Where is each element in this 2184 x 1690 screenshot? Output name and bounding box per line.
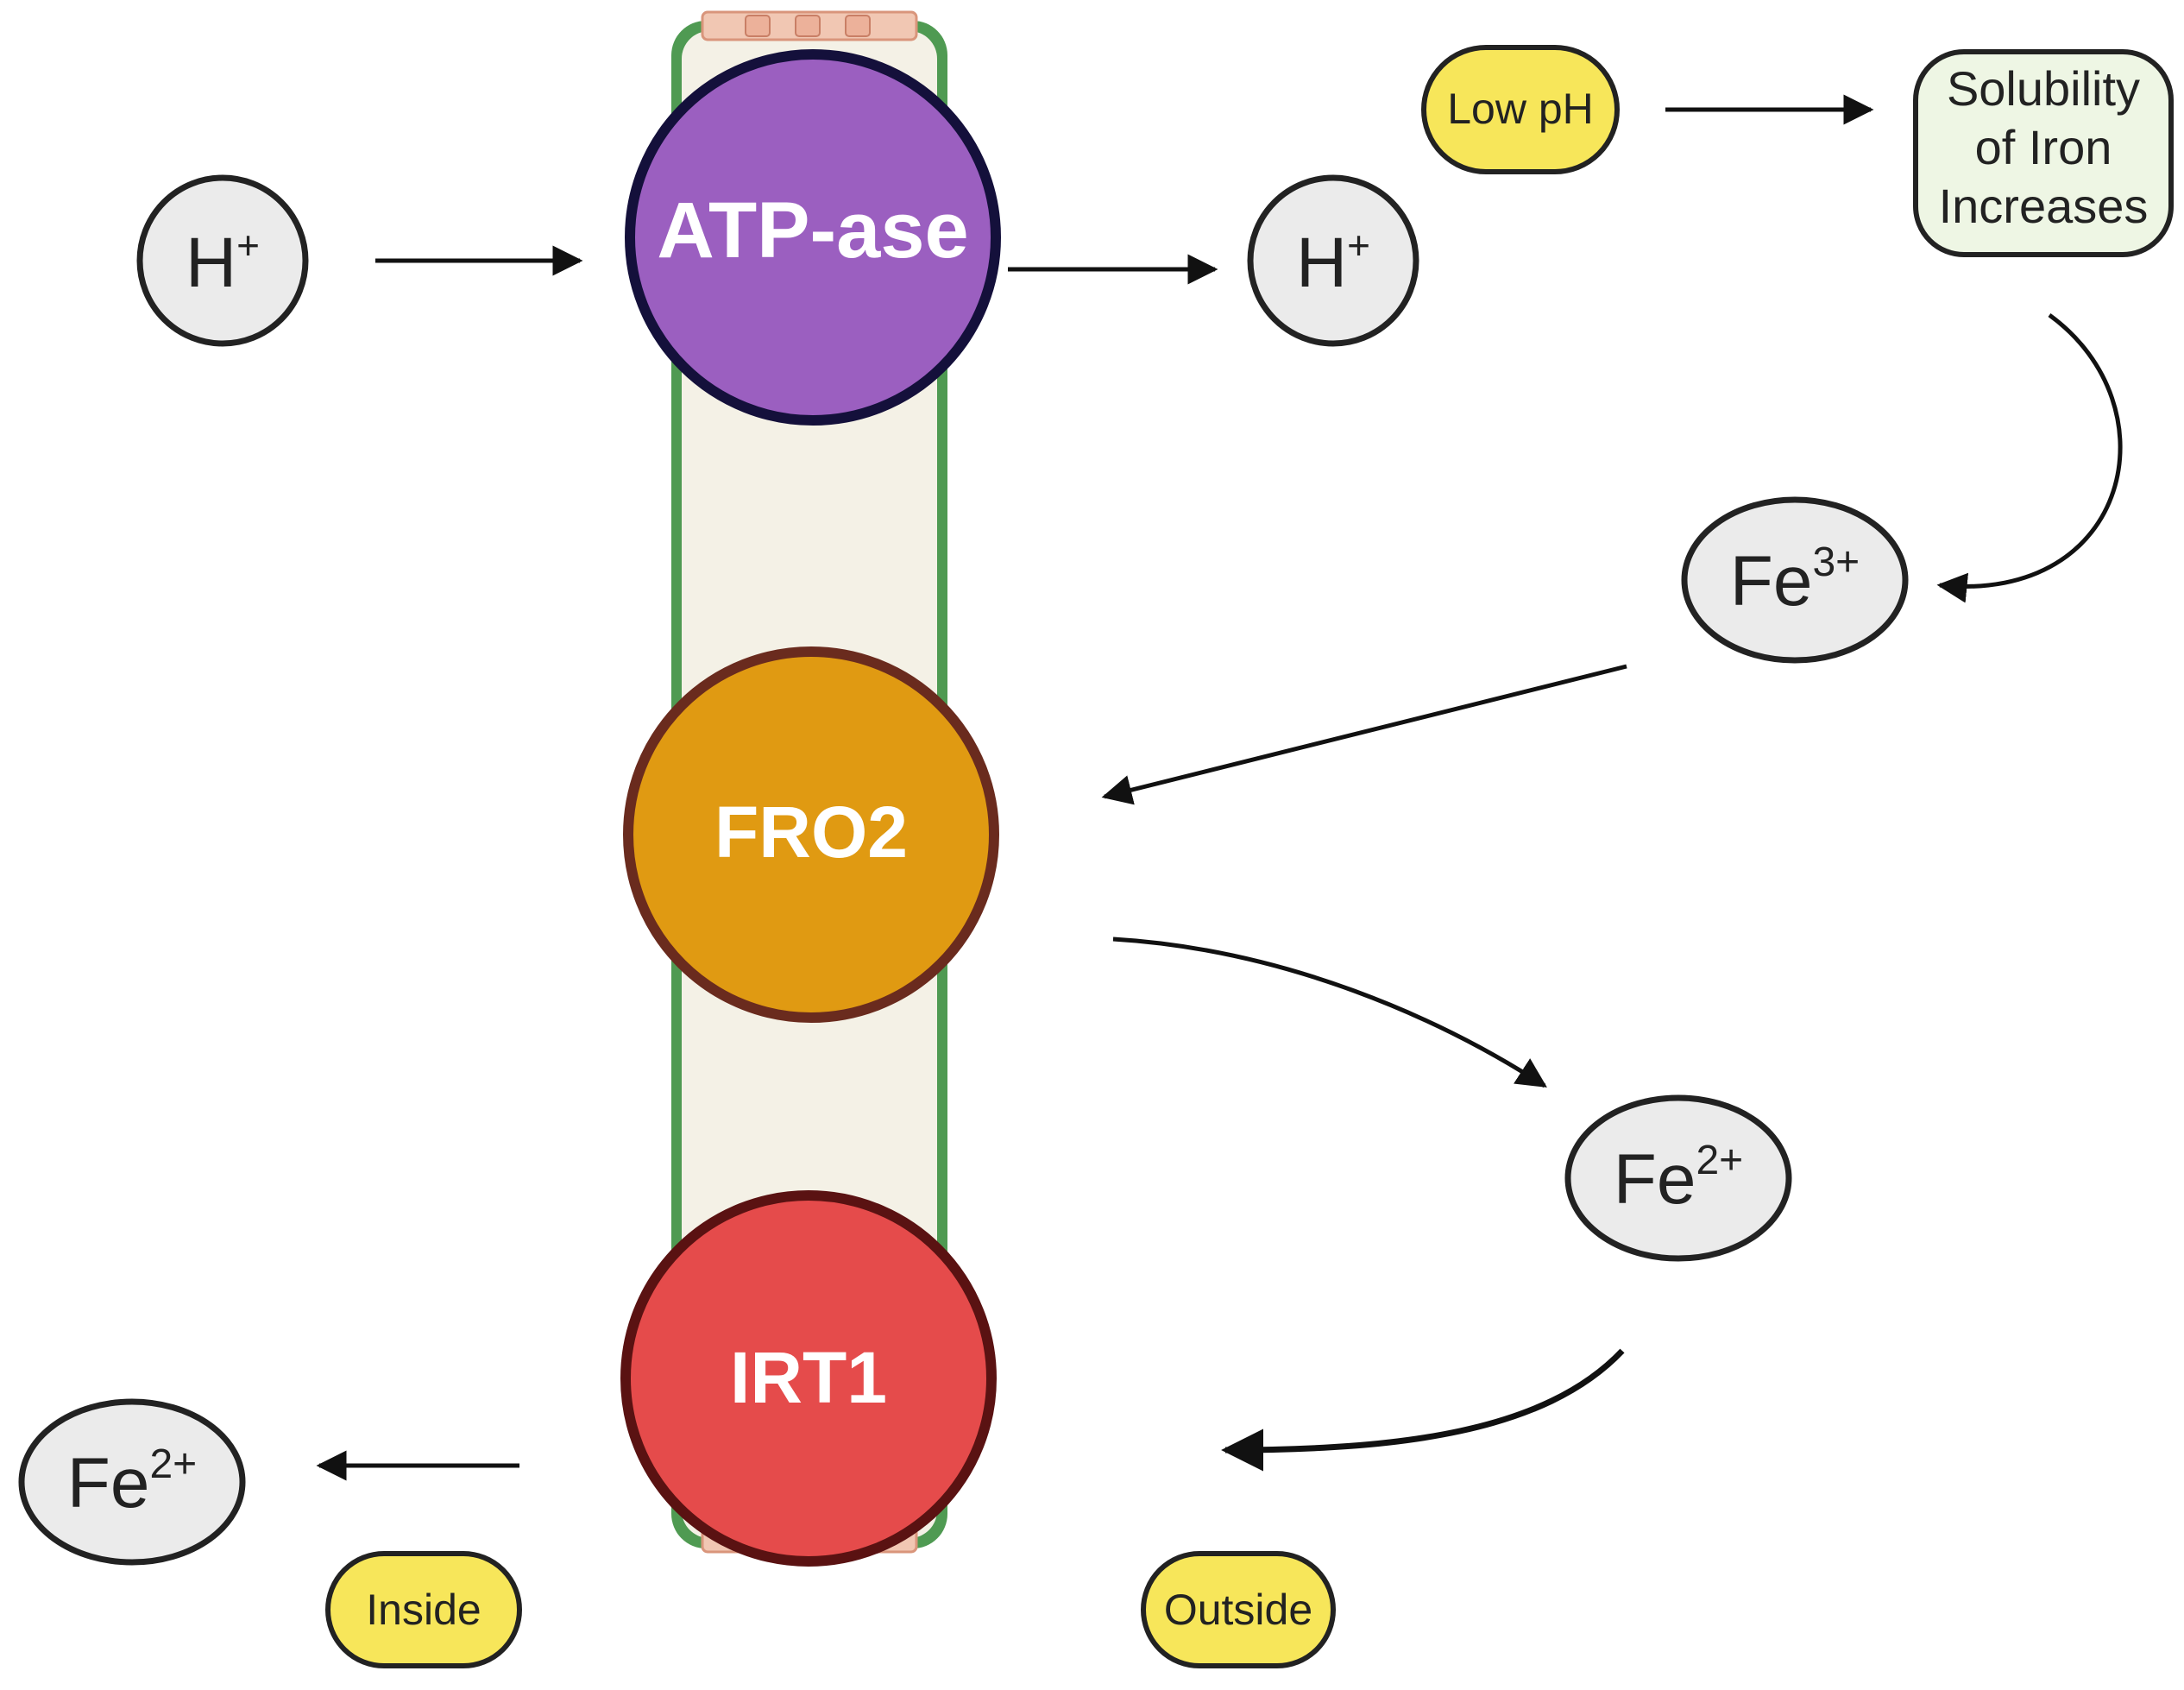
h-ion-inside-symbol: H <box>186 224 236 302</box>
fe3-ion-symbol: Fe <box>1730 542 1813 621</box>
fe2-ion-outside-symbol: Fe <box>1614 1140 1696 1219</box>
inside-label: Inside <box>366 1586 481 1634</box>
inside-tag: Inside <box>325 1551 522 1668</box>
fe2-ion-outside-charge: 2+ <box>1696 1138 1743 1183</box>
irt1-protein: IRT1 <box>620 1190 997 1567</box>
arrows <box>316 94 2123 1481</box>
fe2-ion-inside-charge: 2+ <box>149 1441 197 1487</box>
fe3-ion-outside: Fe3+ <box>1681 496 1909 664</box>
solubility-line-1: Solubility <box>1947 61 2140 116</box>
svg-text:Fe3+: Fe3+ <box>1730 539 1860 621</box>
irt1-label: IRT1 <box>730 1337 887 1418</box>
solubility-line-3: Increases <box>1939 179 2149 233</box>
h-ion-outside: H+ <box>1247 174 1419 347</box>
arrow-fro2-to-fe2 <box>1112 936 1547 1088</box>
fe2-ion-outside: Fe2+ <box>1564 1094 1792 1262</box>
arrow-fe3-to-fro2 <box>1101 664 1627 805</box>
fro2-label: FRO2 <box>714 791 908 873</box>
fe2-ion-inside-symbol: Fe <box>67 1444 150 1523</box>
h-ion-outside-charge: + <box>1347 223 1370 268</box>
arrow-solubility-to-fe3 <box>1936 312 2123 603</box>
fro2-protein: FRO2 <box>623 646 999 1023</box>
atpase-protein: ATP-ase <box>625 49 1001 426</box>
svg-text:H+: H+ <box>186 223 260 302</box>
solubility-line-2: of Iron <box>1975 120 2112 174</box>
h-ion-inside-charge: + <box>236 223 260 268</box>
solubility-box: Solubility of Iron Increases <box>1913 49 2174 257</box>
h-ion-inside: H+ <box>136 174 309 347</box>
low-ph-label: Low pH <box>1447 85 1594 133</box>
outside-tag: Outside <box>1141 1551 1336 1668</box>
h-ion-outside-symbol: H <box>1296 224 1347 302</box>
outside-label: Outside <box>1164 1586 1312 1634</box>
atpase-label: ATP-ase <box>657 186 968 274</box>
membrane-top-beads <box>745 15 871 37</box>
svg-text:Fe2+: Fe2+ <box>67 1441 197 1523</box>
fe3-ion-charge: 3+ <box>1812 539 1860 585</box>
fe2-ion-inside: Fe2+ <box>18 1398 246 1566</box>
low-ph-tag: Low pH <box>1421 45 1620 174</box>
svg-text:H+: H+ <box>1296 223 1370 302</box>
arrow-fe2-to-irt1 <box>1221 1348 1625 1472</box>
svg-text:Fe2+: Fe2+ <box>1614 1138 1743 1219</box>
